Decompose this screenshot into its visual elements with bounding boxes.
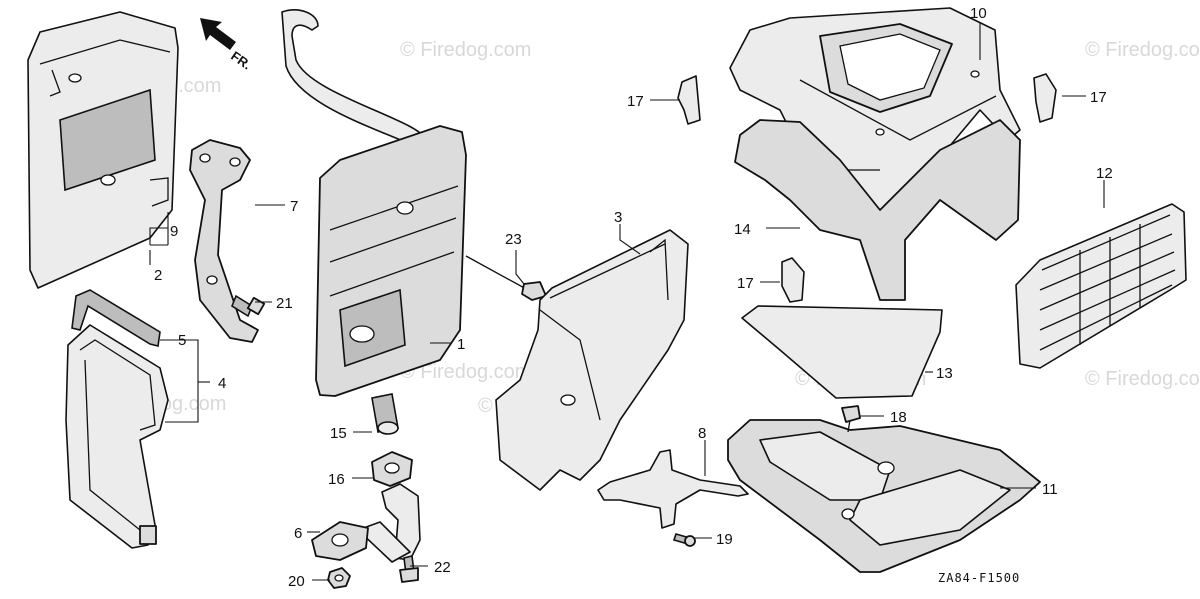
callout-2: 2 <box>154 267 162 284</box>
part-clip-17b <box>1033 73 1057 123</box>
arrow-icon <box>200 18 236 50</box>
part-bracket <box>189 139 259 343</box>
callout-6: 6 <box>294 525 302 542</box>
callout-8: 8 <box>698 425 706 442</box>
callout-5: 5 <box>178 332 186 349</box>
callout-13: 13 <box>936 365 953 382</box>
part-gasket-frame <box>65 324 169 549</box>
part-bolt-23 <box>465 255 547 301</box>
part-filter-pad <box>741 305 943 399</box>
callout-17-middle: 17 <box>737 275 754 292</box>
part-clip-17a <box>677 75 701 125</box>
watermark-2: © Firedog.com <box>400 39 531 61</box>
part-seal-strip <box>71 289 161 347</box>
part-bolt-18 <box>841 405 861 433</box>
leader-lines <box>149 22 1105 581</box>
part-shield-cover <box>495 229 689 491</box>
part-nut-20 <box>327 567 351 589</box>
callout-3: 3 <box>614 209 622 226</box>
callout-15: 15 <box>330 425 347 442</box>
callout-9: 9 <box>170 223 178 240</box>
callout-14: 14 <box>734 221 751 238</box>
callout-10: 10 <box>970 5 987 22</box>
part-strap <box>597 449 749 529</box>
callout-18: 18 <box>890 409 907 426</box>
drawing-code: ZA84-F1500 <box>938 571 1020 585</box>
part-screw-19 <box>672 533 696 547</box>
callout-7: 7 <box>290 198 298 215</box>
part-base-pan <box>727 419 1041 573</box>
callout-1: 1 <box>457 336 465 353</box>
part-exhaust-elbow <box>357 483 421 563</box>
part-grille <box>1015 203 1187 369</box>
part-muffler <box>281 9 467 397</box>
part-bolt-22 <box>399 555 419 583</box>
callout-12: 12 <box>1096 165 1113 182</box>
watermark-7: © Firedog.com <box>1085 368 1200 390</box>
part-gasket-16 <box>371 451 413 487</box>
callout-20: 20 <box>288 573 305 590</box>
part-fan-housing <box>729 7 1021 211</box>
callout-22: 22 <box>434 559 451 576</box>
part-clip-17c <box>781 257 805 303</box>
front-direction-arrow: FR. <box>200 18 254 72</box>
callout-11: 11 <box>1042 481 1058 498</box>
direction-label: FR. <box>228 48 254 72</box>
callout-4: 4 <box>218 375 226 392</box>
callout-23: 23 <box>505 231 522 248</box>
part-flange-gasket <box>311 521 369 561</box>
watermark-3: © Firedog.com <box>1085 39 1200 61</box>
part-side-cover <box>27 11 179 289</box>
callout-21: 21 <box>276 295 293 312</box>
watermark-5: © Firedog.com <box>400 361 531 383</box>
part-tube <box>371 393 399 435</box>
callout-16: 16 <box>328 471 345 488</box>
callout-17-top-left: 17 <box>627 93 644 110</box>
callout-numbers: 1 2 3 4 5 6 7 8 9 10 11 12 13 14 15 16 1… <box>154 5 1113 590</box>
callout-17-top-right: 17 <box>1090 89 1107 106</box>
callout-19: 19 <box>716 531 733 548</box>
part-shroud <box>734 119 1021 301</box>
